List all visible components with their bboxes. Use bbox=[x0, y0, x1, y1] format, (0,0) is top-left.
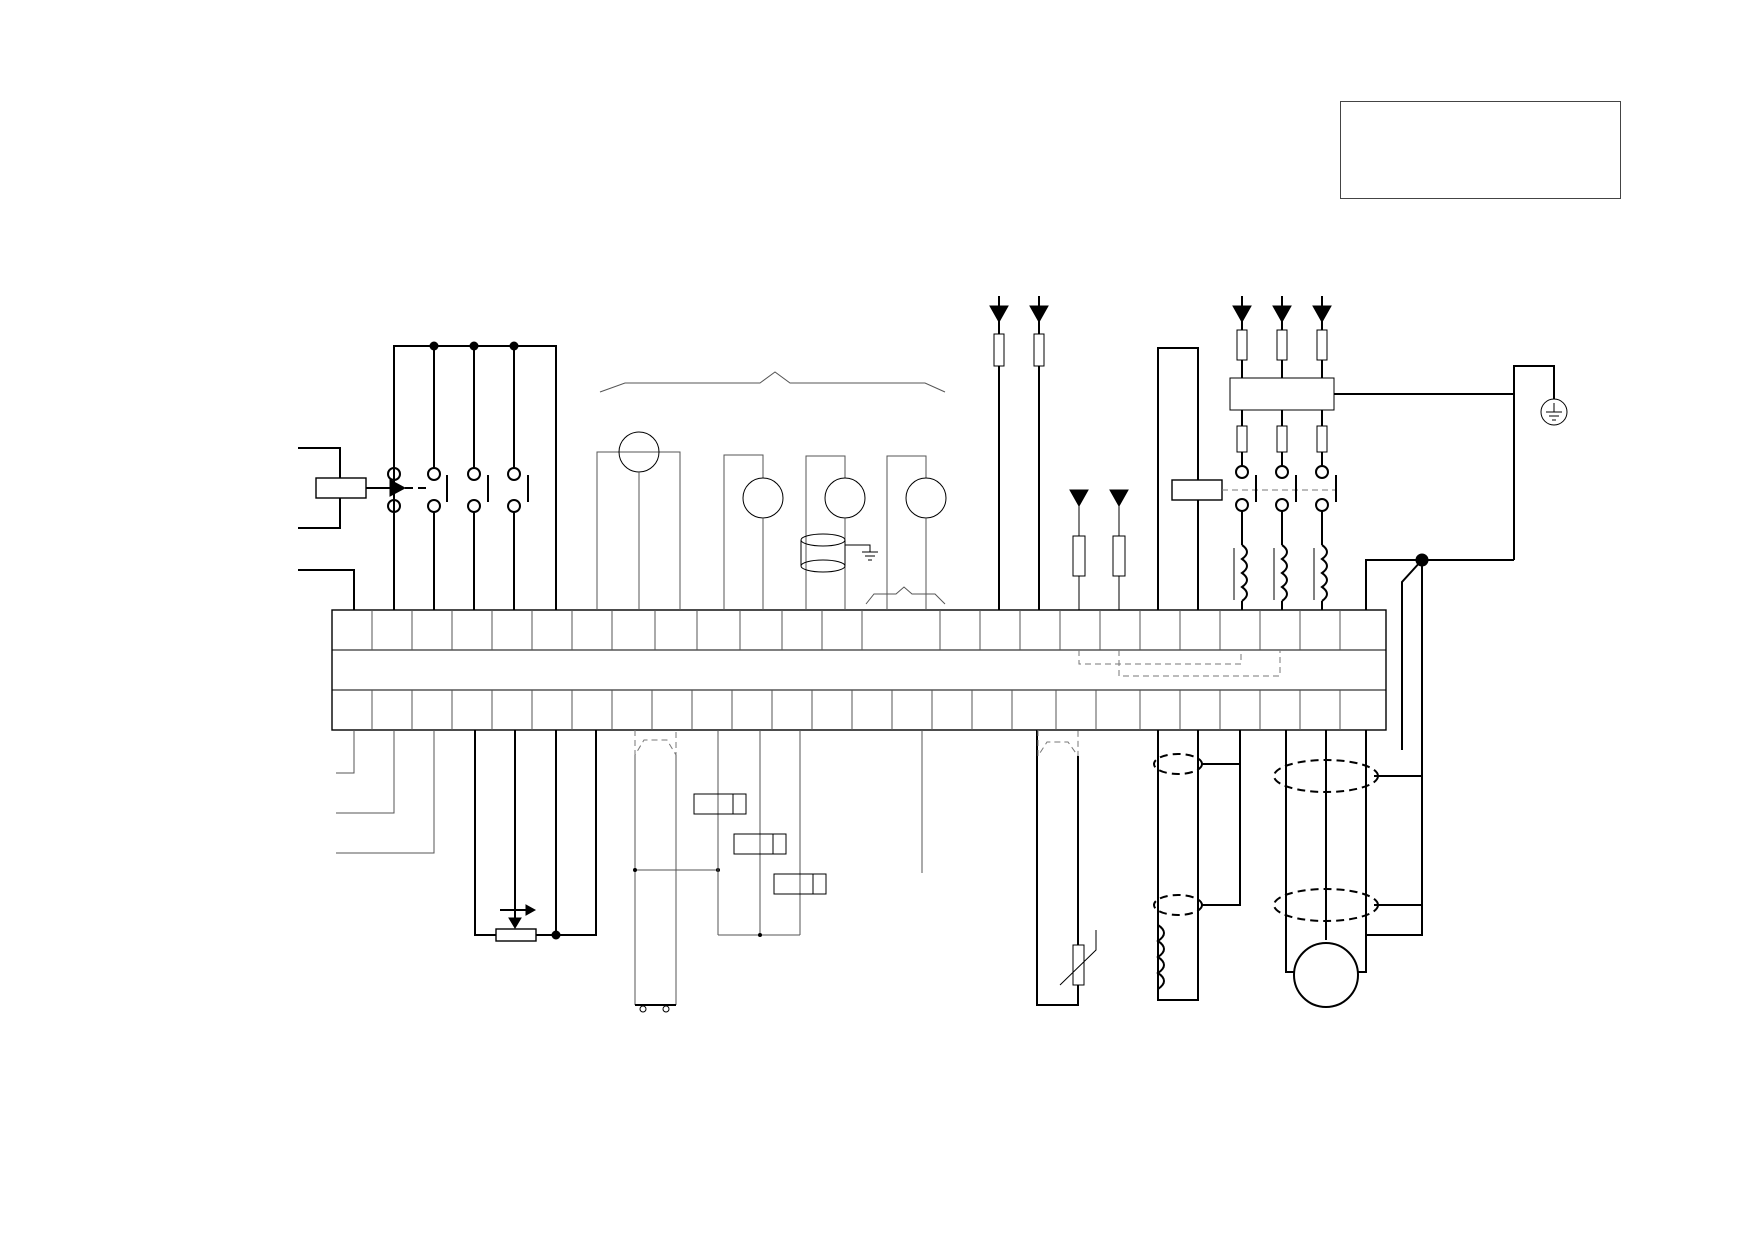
aux-relay-1 bbox=[693, 793, 747, 815]
terminal-top-row bbox=[371, 610, 1341, 650]
fuse-icon bbox=[1276, 329, 1288, 361]
left-signal-lines bbox=[336, 730, 435, 854]
terminal-strip-body bbox=[331, 609, 1387, 731]
thermistor-body bbox=[1072, 944, 1085, 986]
motor-icon bbox=[1293, 942, 1359, 1008]
feed-4 bbox=[1109, 489, 1129, 610]
three-phase-feed bbox=[1229, 296, 1514, 610]
thermistor bbox=[1036, 730, 1097, 1006]
meter-1 bbox=[596, 431, 681, 610]
feed-2 bbox=[1029, 296, 1049, 610]
inductor-icon bbox=[1280, 544, 1288, 602]
contact-3 bbox=[467, 346, 489, 610]
feed-arrow-icon bbox=[1069, 489, 1089, 508]
fuse-icon bbox=[1033, 333, 1045, 367]
fuse-icon bbox=[1072, 535, 1086, 577]
fused-feed-pair bbox=[989, 296, 1049, 610]
ground-symbol bbox=[1513, 365, 1568, 560]
earth-bus bbox=[1365, 553, 1514, 936]
right-relay-coil bbox=[1171, 479, 1223, 501]
contact-terminal bbox=[1235, 465, 1249, 479]
potentiometer bbox=[474, 730, 597, 942]
title-block bbox=[1340, 101, 1621, 199]
filter-block bbox=[1229, 377, 1335, 411]
meter-bracket bbox=[599, 371, 946, 393]
fuse-icon bbox=[1316, 425, 1328, 453]
ground-icon bbox=[1540, 398, 1568, 426]
fuse-icon bbox=[993, 333, 1005, 367]
inductor-icon bbox=[1156, 924, 1165, 990]
contact-terminal bbox=[1235, 498, 1249, 512]
inductor-cable bbox=[1153, 730, 1241, 1001]
meter-4-icon bbox=[905, 477, 947, 519]
contact-4 bbox=[507, 346, 529, 610]
contact-2 bbox=[427, 346, 448, 610]
inductor-icon bbox=[1240, 544, 1248, 602]
potentiometer-body bbox=[495, 928, 537, 942]
meter-3-icon bbox=[824, 477, 866, 519]
terminal-strip bbox=[331, 609, 1387, 731]
contact-terminal bbox=[1315, 498, 1329, 512]
feed-arrow-icon bbox=[1109, 489, 1129, 508]
terminal-bottom-row bbox=[371, 690, 1341, 730]
fused-feed-pair-2 bbox=[1069, 489, 1281, 677]
fuse-icon bbox=[1236, 425, 1248, 453]
aux-relay-3 bbox=[773, 873, 827, 895]
contact-terminal bbox=[1275, 465, 1289, 479]
fuse-icon bbox=[1112, 535, 1126, 577]
feed-1 bbox=[989, 296, 1009, 610]
meter-2 bbox=[723, 454, 784, 610]
left-relay-assembly bbox=[298, 341, 557, 610]
fuse-icon bbox=[1276, 425, 1288, 453]
right-contactor bbox=[1157, 347, 1335, 610]
aux-relay-group bbox=[633, 730, 923, 1013]
feed-3 bbox=[1069, 489, 1089, 610]
cable-shield-3 bbox=[1153, 753, 1203, 775]
relay-coil bbox=[315, 477, 367, 499]
fuse-icon bbox=[1316, 329, 1328, 361]
meter-2-icon bbox=[742, 477, 784, 519]
fuse-icon bbox=[1236, 329, 1248, 361]
meter-3 bbox=[800, 455, 878, 610]
cable-shield-4 bbox=[1153, 894, 1203, 916]
contact-terminal bbox=[1315, 465, 1329, 479]
motor-wiring bbox=[1273, 730, 1422, 1008]
meter-4 bbox=[865, 455, 947, 610]
aux-relay-2 bbox=[733, 833, 787, 855]
actuator-arrow-icon bbox=[389, 479, 407, 497]
contact-terminal bbox=[1275, 498, 1289, 512]
inductor-icon bbox=[1320, 544, 1328, 602]
